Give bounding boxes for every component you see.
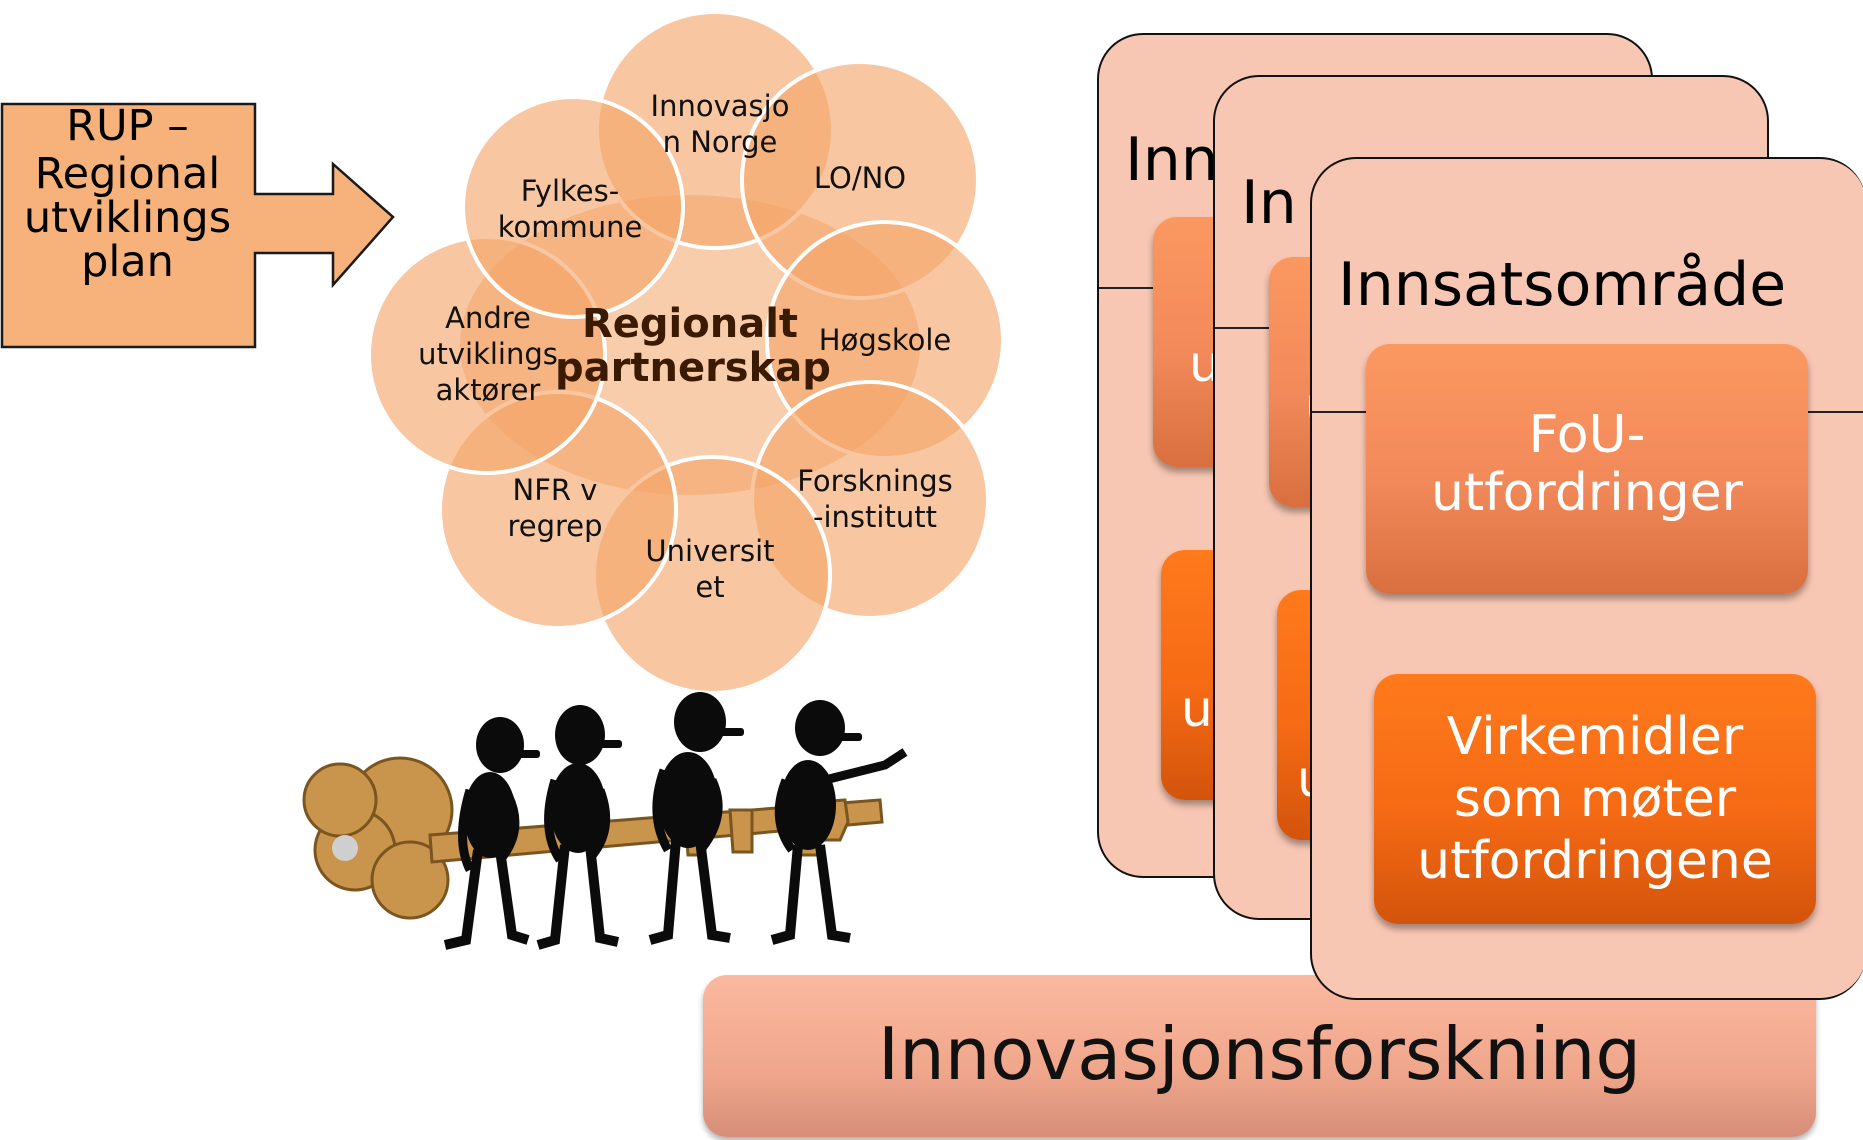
rup-line-1: RUP – xyxy=(66,101,189,151)
card-back-title: Inn xyxy=(1125,125,1219,195)
card-front: Innsatsområde FoU- utfordringer Virkemid… xyxy=(1310,157,1863,1000)
card-middle-title: In xyxy=(1241,168,1297,238)
innovation-research-label: Innovasjonsforskning xyxy=(877,1012,1642,1096)
fou-challenges-box: FoU- utfordringer xyxy=(1366,344,1808,594)
label-hogskole: Høgskole xyxy=(818,323,952,357)
label-universitet: Universit et xyxy=(645,534,775,604)
label-fylkeskommune: Fylkes- kommune xyxy=(497,174,643,244)
card-front-title: Innsatsområde xyxy=(1338,250,1787,320)
virk-line-1: Virkemidler xyxy=(1446,707,1744,767)
key-hole xyxy=(332,835,358,861)
figure-1-icon xyxy=(443,717,540,950)
instruments-box: Virkemidler som møter utfordringene xyxy=(1374,674,1816,924)
center-line-1: Regionalt xyxy=(581,301,799,347)
label-lo-no: LO/NO xyxy=(813,161,907,195)
rup-arrow-shape xyxy=(0,102,395,349)
rup-label: RUP – Regional utviklings plan xyxy=(0,104,255,284)
figure-4-icon xyxy=(770,700,908,945)
innovation-research-bar xyxy=(703,975,1816,1137)
circle-fylkeskommune xyxy=(461,95,685,319)
figure-3-icon xyxy=(648,692,744,945)
center-line-2: partnerskap xyxy=(555,345,831,391)
arrow-body xyxy=(0,102,395,349)
label-andre-aktorer: Andre utviklings aktører xyxy=(418,301,558,407)
rup-line-2: Regional xyxy=(34,149,221,199)
label-innovasjon-norge: Innovasjo n Norge xyxy=(650,89,790,159)
figure-2-icon xyxy=(536,705,622,950)
key-team-illustration xyxy=(302,692,908,950)
rup-line-3: utviklings xyxy=(23,193,232,243)
label-nfr: NFR v regrep xyxy=(507,473,603,543)
partnership-center-label: Regionalt partnerskap xyxy=(555,301,831,391)
virk-line-2: som møter xyxy=(1453,769,1737,829)
fou-line-2: utfordringer xyxy=(1430,463,1744,523)
virk-line-3: utfordringene xyxy=(1417,831,1773,891)
fou-line-1: FoU- xyxy=(1528,405,1646,465)
label-forsknings-institutt: Forsknings -institutt xyxy=(797,464,953,534)
partnership-cluster xyxy=(367,10,1005,695)
rup-line-4: plan xyxy=(81,237,174,287)
